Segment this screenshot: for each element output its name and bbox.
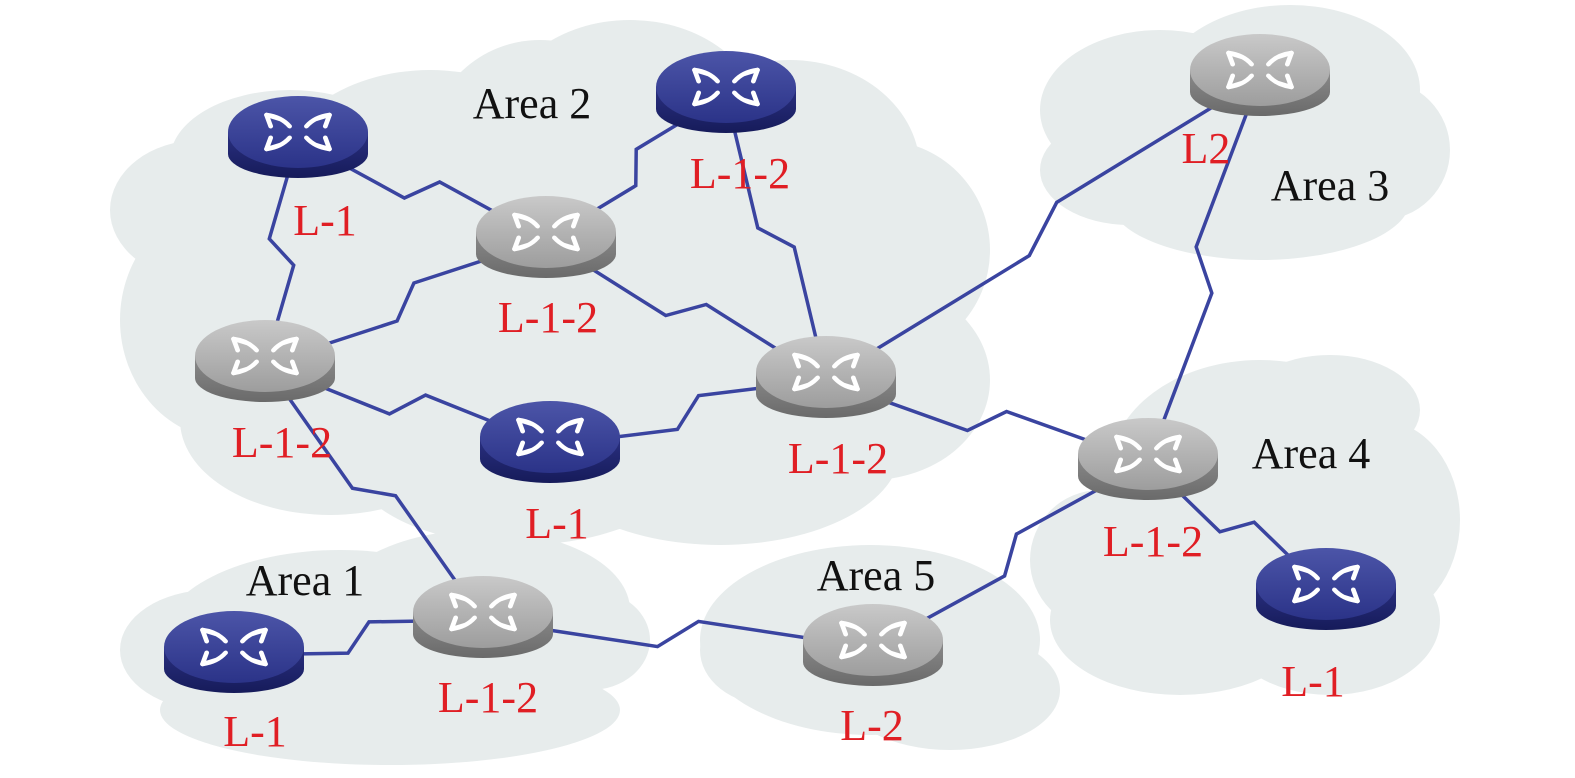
link-a4-l12-a5-l2	[872, 460, 1149, 650]
router-a5-l2[interactable]: L-2	[803, 604, 943, 750]
router-top	[476, 196, 616, 268]
router-label: L-1	[1281, 657, 1345, 706]
router-top	[1256, 548, 1396, 620]
routers-layer: L-1L-1-2L-1-2L-1-2L-1L-1-2L2L-1-2L-1L-1L…	[164, 34, 1396, 756]
link-a2-l12-left-a1-l12	[263, 362, 485, 622]
router-top	[164, 611, 304, 683]
link-a2-l12-center-a2-l12-right	[545, 238, 827, 382]
router-label: L-1-2	[690, 149, 790, 198]
router-top	[1190, 34, 1330, 106]
router-a3-l2[interactable]: L2	[1182, 34, 1330, 173]
cloud-puff	[700, 595, 840, 705]
cloud-puff	[1040, 115, 1220, 225]
router-a4-l12[interactable]: L-1-2	[1078, 418, 1218, 566]
router-top	[480, 401, 620, 473]
router-label: L-1-2	[1103, 517, 1203, 566]
router-top	[803, 604, 943, 676]
area4-label: Area 4	[1252, 429, 1371, 478]
cloud-puff	[530, 590, 650, 690]
router-top	[1078, 418, 1218, 490]
router-label: L-1	[293, 196, 357, 245]
router-label: L-1-2	[498, 293, 598, 342]
area5-label: Area 5	[817, 551, 936, 600]
area-labels-layer: Area 1 Area 2 Area 3 Area 4 Area 5	[246, 79, 1390, 605]
router-a2-l12-center[interactable]: L-1-2	[476, 196, 616, 342]
router-a2-l1-top[interactable]: L-1	[228, 96, 368, 245]
link-a1-l12-a5-l2	[482, 618, 874, 650]
router-label: L-1	[223, 707, 287, 756]
router-top	[228, 96, 368, 168]
router-label: L-2	[840, 701, 904, 750]
router-label: L-1-2	[232, 418, 332, 467]
area4-cloud	[1030, 355, 1460, 695]
router-a1-l1[interactable]: L-1	[164, 611, 304, 756]
area3-label: Area 3	[1271, 161, 1390, 210]
router-a1-l12[interactable]: L-1-2	[413, 576, 553, 722]
router-a2-l12-top[interactable]: L-1-2	[656, 51, 796, 198]
area1-label: Area 1	[246, 556, 365, 605]
link-a2-l12-right-a4-l12	[825, 378, 1149, 464]
router-label: L2	[1182, 124, 1231, 173]
area2-label: Area 2	[473, 79, 592, 128]
clouds-layer	[110, 5, 1460, 765]
router-label: L-1-2	[788, 434, 888, 483]
router-a4-l1[interactable]: L-1	[1256, 548, 1396, 706]
link-a2-l12-top-a2-l12-right	[724, 94, 828, 381]
router-label: L-1	[525, 499, 589, 548]
router-label: L-1-2	[438, 673, 538, 722]
router-top	[195, 320, 335, 392]
router-a2-l12-right[interactable]: L-1-2	[756, 336, 896, 483]
router-a2-l1-bottom[interactable]: L-1	[480, 401, 620, 548]
router-top	[413, 576, 553, 648]
router-top	[656, 51, 796, 123]
link-a2-l1-top-a2-l12-left	[263, 139, 300, 365]
link-a2-l12-right-a3-l2	[825, 76, 1261, 382]
link-a3-l2-a4-l12	[1146, 77, 1262, 463]
router-top	[756, 336, 896, 408]
cloud-puff	[1240, 355, 1420, 465]
router-a2-l12-left[interactable]: L-1-2	[195, 320, 335, 467]
cloud-puff	[1030, 490, 1170, 630]
